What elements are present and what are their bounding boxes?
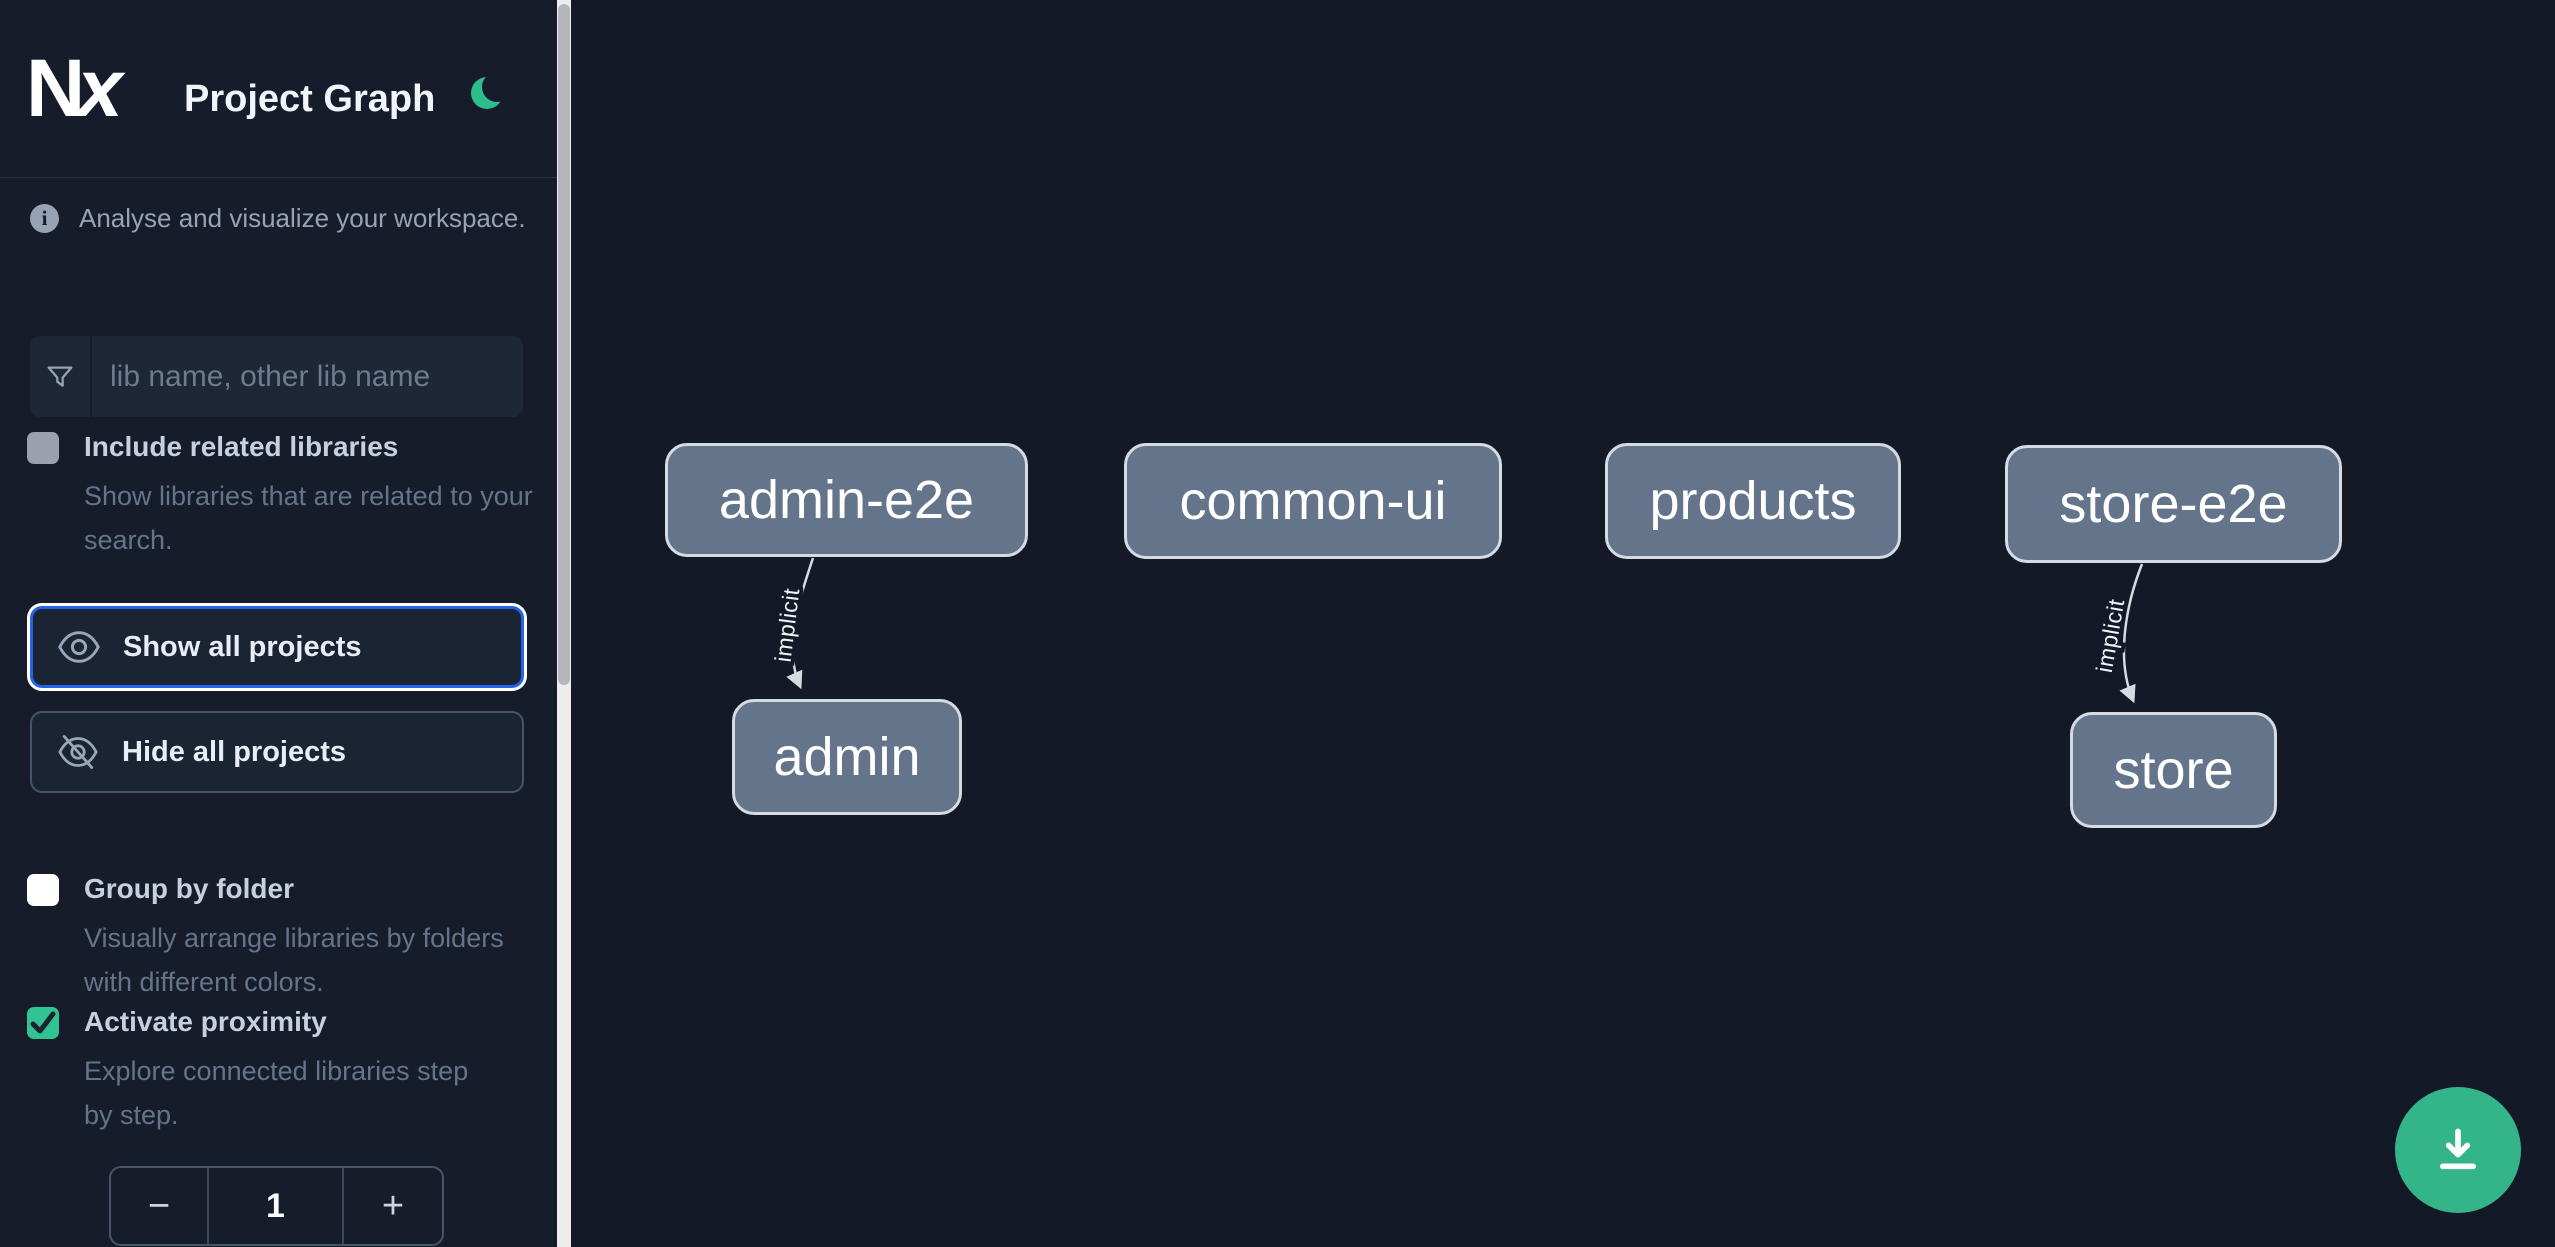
increment-button[interactable]: + bbox=[342, 1168, 442, 1244]
edge-admin-e2e-to-admin bbox=[786, 557, 815, 690]
project-graph-canvas[interactable]: implicit implicit admin-e2e common-ui pr… bbox=[571, 0, 2555, 1247]
option-activate-proximity: Activate proximity Explore connected lib… bbox=[27, 1005, 504, 1137]
show-all-projects-label: Show all projects bbox=[123, 630, 362, 663]
nx-logo: Nx bbox=[26, 43, 123, 134]
sidebar: Nx Project Graph i Analyse and visualize… bbox=[0, 0, 557, 1247]
option-include-related: Include related libraries Show libraries… bbox=[27, 430, 534, 562]
funnel-icon bbox=[30, 336, 92, 417]
stepper-value: 1 bbox=[266, 1186, 285, 1225]
eye-icon bbox=[58, 631, 100, 663]
download-icon bbox=[2440, 1128, 2476, 1170]
node-common-ui[interactable]: common-ui bbox=[1124, 443, 1502, 559]
node-products[interactable]: products bbox=[1605, 443, 1901, 559]
group-by-folder-description: Visually arrange libraries by folders wi… bbox=[84, 923, 504, 997]
option-group-by-folder: Group by folder Visually arrange librari… bbox=[27, 872, 534, 1004]
tagline-text: Analyse and visualize your workspace. bbox=[79, 203, 526, 233]
include-related-description: Show libraries that are related to your … bbox=[84, 481, 533, 555]
activate-proximity-description: Explore connected libraries step by step… bbox=[84, 1056, 469, 1130]
node-store[interactable]: store bbox=[2070, 712, 2277, 828]
page-title: Project Graph bbox=[184, 78, 436, 120]
node-admin-e2e[interactable]: admin-e2e bbox=[665, 443, 1028, 557]
activate-proximity-checkbox[interactable] bbox=[27, 1007, 59, 1039]
decrement-button[interactable]: − bbox=[111, 1168, 209, 1244]
edge-label-implicit: implicit bbox=[770, 586, 805, 663]
include-related-label: Include related libraries bbox=[84, 431, 399, 462]
filter-box bbox=[30, 336, 523, 417]
theme-toggle-moon-icon[interactable] bbox=[468, 71, 512, 115]
sidebar-scrollbar-thumb[interactable] bbox=[558, 4, 570, 685]
show-all-projects-button[interactable]: Show all projects bbox=[30, 606, 524, 688]
group-by-folder-label: Group by folder bbox=[84, 873, 294, 904]
proximity-depth-stepper: − 1 + bbox=[109, 1166, 444, 1246]
sidebar-header: Nx Project Graph bbox=[0, 0, 557, 178]
node-admin[interactable]: admin bbox=[732, 699, 962, 815]
node-store-e2e[interactable]: store-e2e bbox=[2005, 445, 2342, 563]
graph-edges: implicit implicit bbox=[766, 557, 2144, 704]
download-graph-button[interactable] bbox=[2395, 1087, 2521, 1213]
hide-all-projects-label: Hide all projects bbox=[122, 735, 347, 768]
activate-proximity-label: Activate proximity bbox=[84, 1006, 327, 1037]
tagline-row: i Analyse and visualize your workspace. bbox=[30, 203, 526, 234]
eye-off-icon bbox=[58, 735, 98, 769]
hide-all-projects-button[interactable]: Hide all projects bbox=[30, 711, 524, 793]
edge-store-e2e-to-store bbox=[2119, 563, 2144, 704]
sidebar-scrollbar-track[interactable] bbox=[557, 0, 571, 1247]
info-icon: i bbox=[30, 204, 59, 233]
group-by-folder-checkbox[interactable] bbox=[27, 874, 59, 906]
check-icon bbox=[30, 1011, 56, 1034]
include-related-checkbox[interactable] bbox=[27, 432, 59, 464]
filter-input[interactable] bbox=[92, 336, 523, 417]
